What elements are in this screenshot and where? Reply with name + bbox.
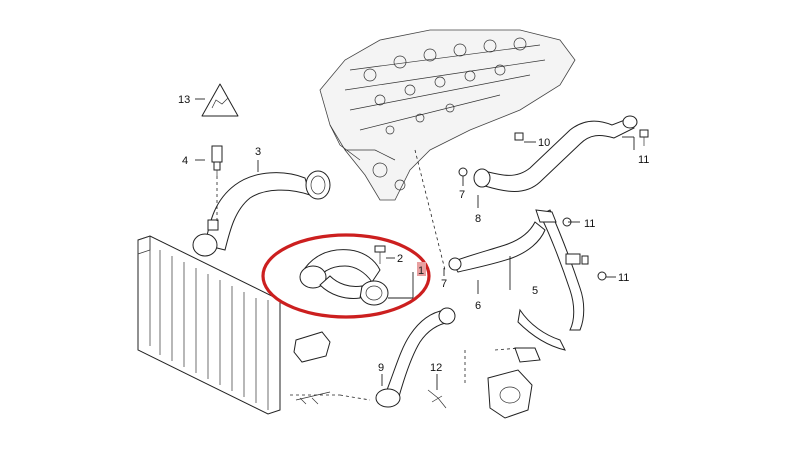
callout-13: 13 bbox=[178, 94, 190, 106]
callout-1: 1 bbox=[418, 265, 424, 277]
callout-9: 9 bbox=[378, 362, 384, 374]
warning-triangle-icon bbox=[201, 83, 239, 117]
callout-11-lower: 11 bbox=[618, 272, 629, 284]
callout-labels: 13 4 3 2 1 10 11 7 8 11 7 5 11 6 9 12 bbox=[178, 94, 649, 374]
leader-lines bbox=[195, 98, 635, 401]
bracket-left bbox=[293, 331, 331, 405]
callout-4: 4 bbox=[182, 155, 188, 167]
radiator bbox=[137, 235, 281, 415]
hose-1 bbox=[299, 249, 389, 306]
callout-1-box bbox=[417, 262, 426, 276]
clip-12 bbox=[427, 389, 447, 409]
callout-3: 3 bbox=[255, 146, 261, 158]
callout-7-lower: 7 bbox=[441, 278, 447, 290]
screw-2 bbox=[374, 245, 386, 264]
callout-11-middle: 11 bbox=[584, 218, 595, 230]
callout-7-upper: 7 bbox=[459, 189, 465, 201]
callout-5: 5 bbox=[532, 285, 538, 297]
temperature-sensor bbox=[211, 145, 223, 176]
callout-8: 8 bbox=[475, 213, 481, 225]
callout-11-upper: 11 bbox=[638, 154, 649, 166]
highlight-ring bbox=[261, 233, 431, 319]
callout-12: 12 bbox=[430, 362, 442, 374]
callout-6: 6 bbox=[475, 300, 481, 312]
water-pump bbox=[487, 347, 541, 419]
clip-7-upper bbox=[458, 167, 468, 177]
hose-9 bbox=[375, 307, 456, 408]
hose-upper-right bbox=[473, 115, 649, 192]
callout-2: 2 bbox=[397, 253, 403, 265]
hose-middle bbox=[448, 209, 607, 351]
hose-3 bbox=[192, 170, 331, 257]
engine-block bbox=[319, 29, 576, 201]
callout-10: 10 bbox=[538, 137, 550, 149]
